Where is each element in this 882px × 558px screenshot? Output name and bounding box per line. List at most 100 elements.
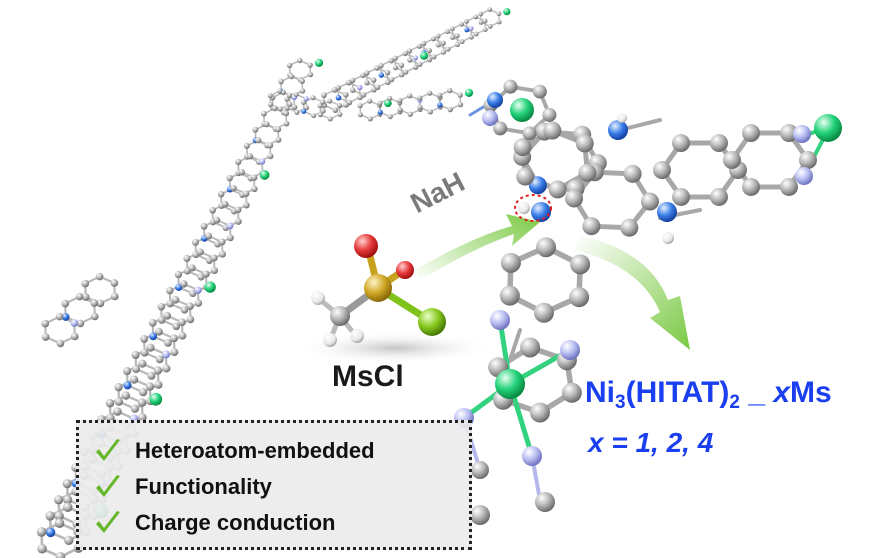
carbon-atom	[522, 126, 537, 141]
check-icon	[96, 511, 120, 533]
carbon-atom	[407, 111, 413, 117]
carbon-atom	[402, 50, 408, 57]
carbon-atom	[532, 84, 547, 99]
carbon-atom	[457, 101, 464, 108]
nitrogen-atom	[149, 332, 158, 341]
product-sub-metal: 3	[615, 392, 626, 413]
carbon-atom	[520, 337, 541, 358]
feature-label: Heteroatom-embedded	[135, 438, 375, 463]
carbon-atom	[275, 136, 282, 143]
imine-nitrogen-atom	[226, 222, 234, 230]
carbon-atom	[374, 65, 380, 71]
imine-nitrogen-atom	[560, 340, 580, 360]
carbon-atom	[255, 137, 262, 144]
carbon-atom	[399, 72, 405, 78]
carbon-atom	[406, 48, 413, 54]
carbon-atom	[137, 398, 147, 407]
nickel-atom	[314, 58, 324, 67]
nitrogen-atom	[377, 109, 383, 115]
nickel-atom	[420, 51, 429, 60]
carbon-atom	[194, 299, 203, 307]
carbon-atom	[311, 113, 317, 119]
carbon-atom	[317, 112, 323, 118]
imine-nitrogen-atom	[795, 167, 813, 185]
carbon-atom	[536, 237, 557, 258]
carbon-atom	[407, 57, 413, 63]
carbon-atom	[496, 19, 502, 25]
features-box: Heteroatom-embedded Functionality Charge…	[76, 420, 472, 550]
carbon-atom	[54, 518, 65, 529]
molecule-shadow	[295, 332, 495, 364]
carbon-atom	[370, 77, 377, 83]
carbon-atom	[138, 359, 147, 368]
carbon-atom	[260, 110, 267, 117]
nitrogen-atom	[378, 72, 384, 78]
carbon-atom	[267, 102, 273, 108]
carbon-atom	[170, 348, 179, 357]
carbon-atom	[449, 26, 455, 32]
carbon-atom	[45, 511, 55, 521]
carbon-atom	[640, 192, 659, 211]
carbon-atom	[300, 99, 307, 105]
carbon-atom	[275, 126, 282, 133]
carbon-atom	[41, 319, 50, 328]
carbon-atom	[427, 90, 433, 96]
carbon-atom	[320, 99, 326, 105]
carbon-atom	[76, 319, 85, 328]
carbon-atom	[742, 177, 760, 196]
carbon-atom	[178, 331, 187, 340]
carbon-atom	[146, 343, 155, 352]
carbon-atom	[444, 28, 450, 35]
carbon-atom	[41, 333, 50, 341]
carbon-atom	[321, 92, 327, 99]
carbon-atom	[299, 88, 306, 94]
carbon-atom	[139, 388, 148, 397]
carbon-atom	[171, 296, 180, 304]
carbon-atom	[291, 104, 298, 111]
carbon-atom	[180, 280, 188, 288]
carbon-atom	[446, 87, 453, 94]
mscl-molecule	[311, 234, 446, 347]
carbon-atom	[153, 366, 163, 375]
product-ligand: (HITAT)	[625, 376, 730, 409]
carbon-atom	[221, 200, 229, 208]
carbon-atom	[200, 222, 208, 230]
product-x: x	[773, 376, 791, 409]
carbon-atom	[388, 58, 394, 64]
carbon-atom	[130, 404, 140, 413]
carbon-atom	[263, 121, 270, 128]
carbon-atom	[105, 399, 115, 408]
carbon-atom	[166, 286, 174, 295]
carbon-atom	[284, 96, 290, 102]
carbon-atom	[56, 339, 65, 348]
carbon-atom	[172, 322, 181, 331]
carbon-atom	[140, 334, 149, 343]
imine-nitrogen-atom	[194, 286, 202, 294]
carbon-atom	[548, 180, 567, 199]
carbon-atom	[267, 153, 274, 160]
carbon-atom	[226, 174, 233, 182]
nickel-atom	[259, 170, 270, 180]
carbon-atom	[62, 479, 72, 489]
product-suffix: Ms	[790, 376, 832, 409]
carbon-atom	[471, 461, 489, 479]
carbon-atom	[470, 505, 490, 525]
carbon-atom	[243, 142, 250, 149]
carbon-atom	[496, 11, 502, 17]
carbon-atom	[473, 31, 479, 37]
carbon-atom	[61, 299, 70, 308]
carbon-atom	[513, 138, 532, 157]
carbon-atom	[468, 34, 474, 40]
carbon-atom	[345, 79, 352, 86]
carbon-atom	[174, 270, 183, 279]
bond	[508, 328, 522, 362]
carbon-atom	[349, 87, 356, 93]
carbon-atom	[37, 543, 47, 554]
carbon-atom	[653, 161, 671, 179]
product-separator: _	[740, 376, 774, 409]
carbon-atom	[327, 98, 333, 104]
carbon-atom	[271, 105, 278, 112]
nickel-atom	[814, 114, 842, 142]
carbon-atom	[421, 40, 427, 47]
carbon-atom	[397, 107, 403, 113]
